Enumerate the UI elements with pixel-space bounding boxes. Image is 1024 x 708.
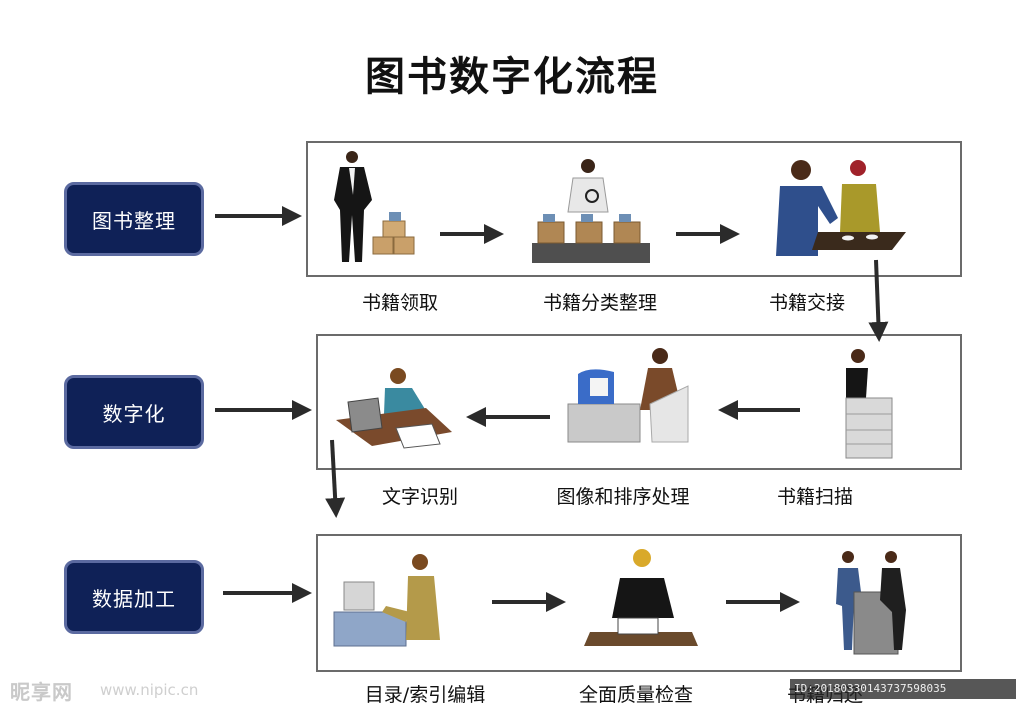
step-book-sorting: 书籍分类整理	[542, 292, 657, 314]
text-recognition-illustration	[336, 368, 452, 449]
stage-data-processing: 数据加工	[64, 560, 204, 634]
book-handover-illustration	[776, 160, 906, 256]
arrow-row2-to-row3	[325, 439, 346, 518]
image-processing-illustration	[567, 348, 689, 443]
step-quality-check: 全面质量检查	[578, 684, 693, 706]
step-book-pickup: 书籍领取	[361, 292, 438, 314]
stage-book-sorting: 图书整理	[64, 182, 204, 256]
arrow-row1-to-row2	[868, 259, 889, 342]
index-editing-illustration	[333, 554, 440, 647]
watermark-id: ID:20180330143737598035	[790, 679, 1016, 699]
watermark-brand: 昵享网	[10, 680, 73, 704]
quality-check-illustration	[584, 549, 698, 646]
book-pickup-illustration	[334, 151, 415, 262]
book-scanning-illustration	[845, 349, 893, 459]
watermark-url: www.nipic.cn	[100, 681, 199, 699]
book-return-illustration	[836, 551, 906, 655]
diagram-title: 图书数字化流程	[365, 54, 659, 100]
step-image-processing: 图像和排序处理	[556, 486, 690, 508]
step-text-recognition: 文字识别	[381, 486, 458, 508]
step-book-handover: 书籍交接	[768, 292, 845, 314]
step-book-scanning: 书籍扫描	[776, 486, 853, 508]
stage-digitization: 数字化	[64, 375, 204, 449]
book-sorting-illustration	[532, 159, 650, 263]
step-index-editing: 目录/索引编辑	[364, 684, 486, 706]
